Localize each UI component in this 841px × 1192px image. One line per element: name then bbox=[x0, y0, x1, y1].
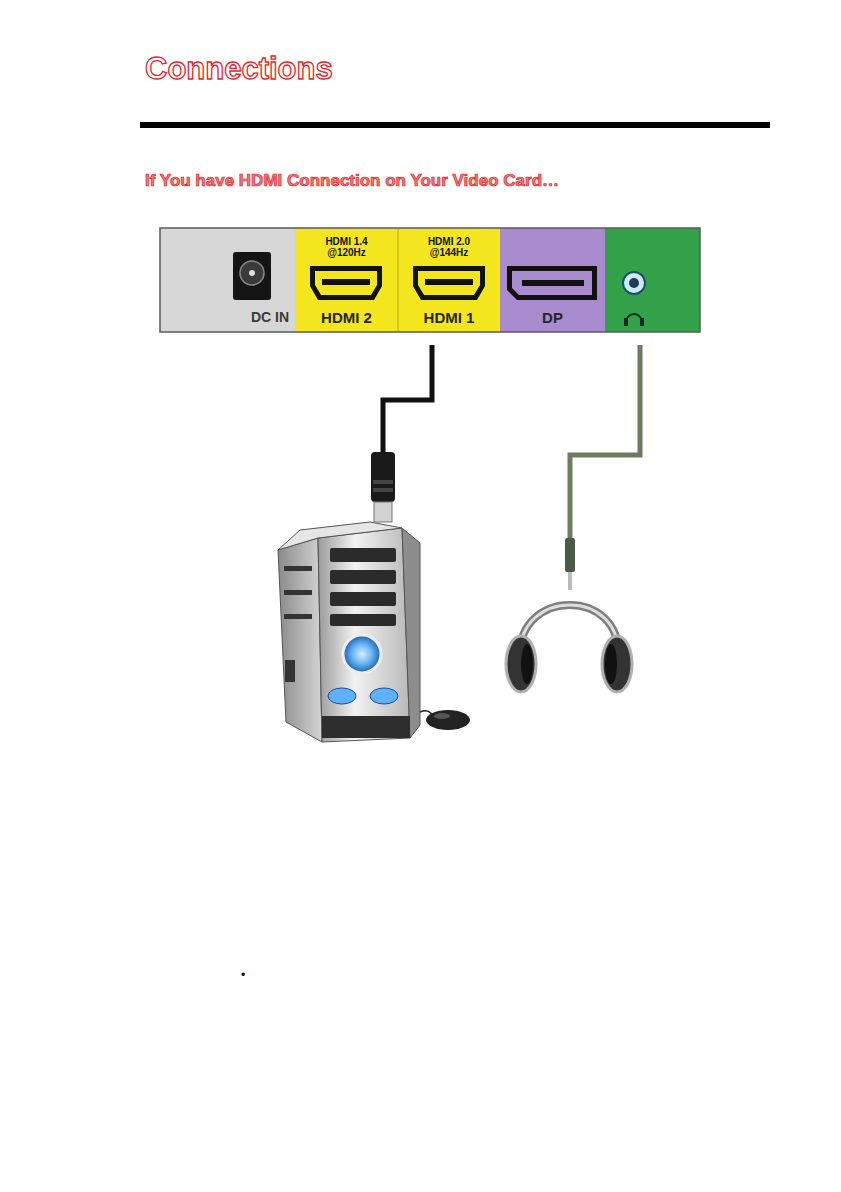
audio-jack-hole bbox=[629, 278, 639, 288]
computer-side-vent bbox=[284, 590, 312, 595]
hdmi-plug-grip bbox=[373, 480, 393, 484]
port-name-label: DC IN bbox=[164, 309, 289, 326]
dc-jack-pin bbox=[249, 270, 255, 276]
displayport-port bbox=[507, 266, 597, 300]
headphone-icon bbox=[626, 314, 642, 322]
drive-bay bbox=[330, 548, 396, 562]
headphone-cable bbox=[570, 345, 640, 540]
headphone-plug-tip bbox=[568, 572, 572, 590]
hdmi-port-section: HDMI 1.4 @120HzHDMI 2 bbox=[295, 228, 398, 332]
hdmi-plug-tip bbox=[374, 502, 392, 522]
front-light bbox=[328, 688, 356, 704]
panel-border bbox=[160, 228, 700, 332]
headphone-plug bbox=[565, 538, 575, 572]
computer-side-vent bbox=[284, 566, 312, 571]
port-name-label: HDMI 1 bbox=[402, 309, 496, 326]
hdmi-cable bbox=[383, 345, 432, 455]
computer-side-vent bbox=[285, 660, 295, 682]
audio-panel-section bbox=[605, 228, 700, 332]
computer-side-vent bbox=[284, 614, 312, 619]
dc-jack bbox=[233, 252, 271, 300]
hdmi-plug bbox=[371, 452, 395, 502]
headphone-cup bbox=[506, 636, 536, 692]
port-name-label: HDMI 2 bbox=[299, 309, 394, 326]
page-title: Connections bbox=[145, 51, 333, 87]
hdmi-port bbox=[310, 266, 382, 300]
mouse-highlight bbox=[434, 713, 450, 719]
mouse bbox=[426, 710, 470, 730]
section-heading: If You have HDMI Connection on Your Vide… bbox=[145, 171, 559, 191]
power-panel-section bbox=[160, 228, 295, 332]
computer-top bbox=[278, 522, 402, 550]
hdmi-panel-section bbox=[295, 228, 398, 332]
section-divider bbox=[397, 228, 399, 332]
hdmi-port-inner bbox=[315, 271, 377, 295]
drive-bay bbox=[330, 592, 396, 606]
port-spec-label: HDMI 1.4 @120Hz bbox=[313, 236, 380, 258]
displayport-section: DP bbox=[500, 228, 605, 332]
headphone-icon bbox=[624, 318, 628, 326]
computer-right-side bbox=[402, 528, 420, 738]
front-light bbox=[370, 688, 398, 704]
port-spec-label: HDMI 2.0 @144Hz bbox=[416, 236, 482, 258]
hdmi-port-inner bbox=[418, 271, 480, 295]
hdmi-plug-grip bbox=[373, 488, 393, 492]
hdmi-port-section: HDMI 2.0 @144HzHDMI 1 bbox=[398, 228, 500, 332]
headphone-pad bbox=[605, 644, 617, 684]
bullet-mark: • bbox=[241, 968, 245, 982]
headphone-pad bbox=[521, 644, 533, 684]
hdmi-port-pins bbox=[425, 279, 473, 285]
power-button bbox=[343, 635, 381, 673]
drive-bay bbox=[330, 570, 396, 584]
displayport-port-inner bbox=[512, 271, 592, 295]
port-name-label: DP bbox=[504, 309, 601, 326]
audio-jack bbox=[623, 272, 645, 294]
computer-side bbox=[278, 538, 322, 742]
dp-panel-section bbox=[500, 228, 605, 332]
computer-base bbox=[322, 716, 410, 738]
power-port-section: DC IN bbox=[160, 228, 295, 332]
headphone-icon bbox=[640, 318, 644, 326]
displayport-port-pins bbox=[522, 280, 584, 286]
headphone-cup bbox=[602, 636, 632, 692]
computer-front bbox=[318, 528, 410, 742]
hdmi-panel-section bbox=[398, 228, 500, 332]
dc-jack-hole bbox=[240, 261, 264, 285]
drive-bay bbox=[330, 614, 396, 626]
hdmi-port-pins bbox=[322, 279, 370, 285]
heading-rule bbox=[140, 122, 770, 128]
hdmi-port bbox=[413, 266, 485, 300]
